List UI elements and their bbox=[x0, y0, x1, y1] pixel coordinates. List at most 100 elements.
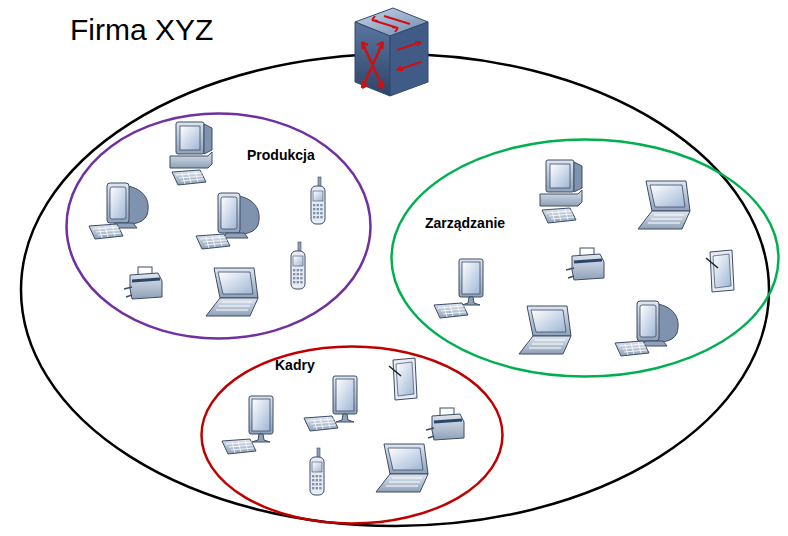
phone-key bbox=[312, 479, 314, 481]
desktop-monitor bbox=[546, 160, 574, 192]
laptop-base bbox=[206, 298, 258, 316]
laptop-lid bbox=[527, 306, 571, 336]
phone-key bbox=[312, 475, 314, 477]
phone-key bbox=[313, 212, 315, 214]
tablet-icon bbox=[706, 250, 734, 292]
desktop-monitor-side bbox=[574, 162, 582, 192]
keyboard-body bbox=[434, 303, 468, 318]
keyboard-icon bbox=[615, 341, 649, 356]
desktop-icon bbox=[170, 122, 212, 168]
phone-key bbox=[316, 487, 318, 489]
phone-key bbox=[320, 216, 322, 218]
phone-icon bbox=[311, 177, 325, 224]
laptop-lid bbox=[214, 268, 258, 298]
keyboard-keys bbox=[546, 209, 574, 222]
printer-body bbox=[432, 414, 464, 440]
laptop-icon bbox=[638, 181, 690, 229]
phone-key bbox=[312, 487, 314, 489]
phone-key bbox=[313, 216, 315, 218]
ellipse-outline-svg bbox=[390, 138, 780, 378]
laptop-icon bbox=[376, 444, 428, 492]
phone-keypad bbox=[293, 269, 303, 283]
flat-stand bbox=[336, 414, 354, 422]
tablet-icon bbox=[389, 358, 417, 400]
flat-screen bbox=[252, 399, 270, 431]
phone-body bbox=[310, 457, 324, 495]
keyboard-keys bbox=[93, 225, 121, 238]
laptop-base bbox=[638, 211, 690, 229]
desktop-screen bbox=[180, 126, 200, 150]
phone-key bbox=[297, 281, 299, 283]
phone-key bbox=[320, 208, 322, 210]
laptop-keys bbox=[529, 340, 565, 348]
keyboard-keys bbox=[438, 304, 466, 317]
router-front-arrows bbox=[362, 42, 383, 88]
keyboard-body bbox=[304, 416, 338, 431]
group-label: Produkcja bbox=[247, 148, 315, 163]
phone-key bbox=[297, 269, 299, 271]
printer-icon bbox=[426, 408, 464, 440]
flat-frame bbox=[249, 396, 273, 434]
phone-key bbox=[300, 269, 302, 271]
phone-key bbox=[300, 277, 302, 279]
company-outline bbox=[21, 54, 769, 526]
phone-key bbox=[319, 479, 321, 481]
laptop-lid bbox=[384, 444, 428, 474]
flat-monitor-icon bbox=[333, 376, 357, 422]
desktop-icon bbox=[540, 160, 582, 206]
phone-key bbox=[297, 277, 299, 279]
phone-body bbox=[291, 251, 305, 289]
crt-front bbox=[107, 183, 129, 223]
phone-key bbox=[319, 475, 321, 477]
flat-stand bbox=[462, 297, 480, 305]
group-ellipse: Kadry bbox=[200, 345, 504, 525]
printer-slot bbox=[132, 279, 160, 281]
laptop-screen bbox=[650, 185, 685, 207]
router-right bbox=[390, 22, 428, 96]
phone-key bbox=[313, 208, 315, 210]
printer-cable bbox=[566, 268, 574, 278]
crt-monitor-icon bbox=[107, 183, 148, 228]
phone-screen bbox=[313, 191, 323, 201]
group-label: Zarządzanie bbox=[425, 216, 505, 231]
keyboard-body bbox=[222, 439, 256, 454]
crt-stand bbox=[224, 233, 248, 238]
keyboard-icon bbox=[172, 170, 206, 185]
flat-stand bbox=[252, 434, 270, 442]
phone-key bbox=[320, 204, 322, 206]
phone-key bbox=[313, 204, 315, 206]
router-top-arrows bbox=[372, 16, 410, 32]
phone-icon bbox=[291, 242, 305, 289]
keyboard-keys bbox=[200, 235, 228, 248]
flat-screen bbox=[462, 262, 480, 294]
tablet-stylus bbox=[706, 258, 718, 268]
laptop-screen bbox=[388, 448, 423, 470]
phone-key bbox=[317, 204, 319, 206]
phone-key bbox=[316, 475, 318, 477]
tablet-body bbox=[710, 250, 734, 292]
router-icon bbox=[355, 8, 428, 96]
phone-key bbox=[317, 212, 319, 214]
keyboard-keys bbox=[226, 440, 254, 453]
laptop-icon bbox=[206, 268, 258, 316]
phone-screen bbox=[293, 256, 303, 266]
phone-key bbox=[293, 281, 295, 283]
phone-screen bbox=[312, 462, 322, 472]
laptop-keys bbox=[386, 478, 422, 486]
ellipse-outline-svg bbox=[200, 345, 504, 525]
keyboard-icon bbox=[542, 208, 576, 223]
group-outline bbox=[202, 347, 503, 524]
phone-key bbox=[319, 483, 321, 485]
router-left bbox=[355, 22, 390, 96]
laptop-icon bbox=[519, 306, 571, 354]
ellipse-outline-svg bbox=[65, 112, 372, 340]
phone-body bbox=[311, 186, 325, 224]
laptop-keys bbox=[648, 215, 684, 223]
desktop-monitor-side bbox=[204, 124, 212, 154]
printer-body bbox=[572, 254, 604, 280]
phone-keypad bbox=[313, 204, 323, 218]
phone-key bbox=[293, 269, 295, 271]
printer-body bbox=[130, 273, 162, 299]
